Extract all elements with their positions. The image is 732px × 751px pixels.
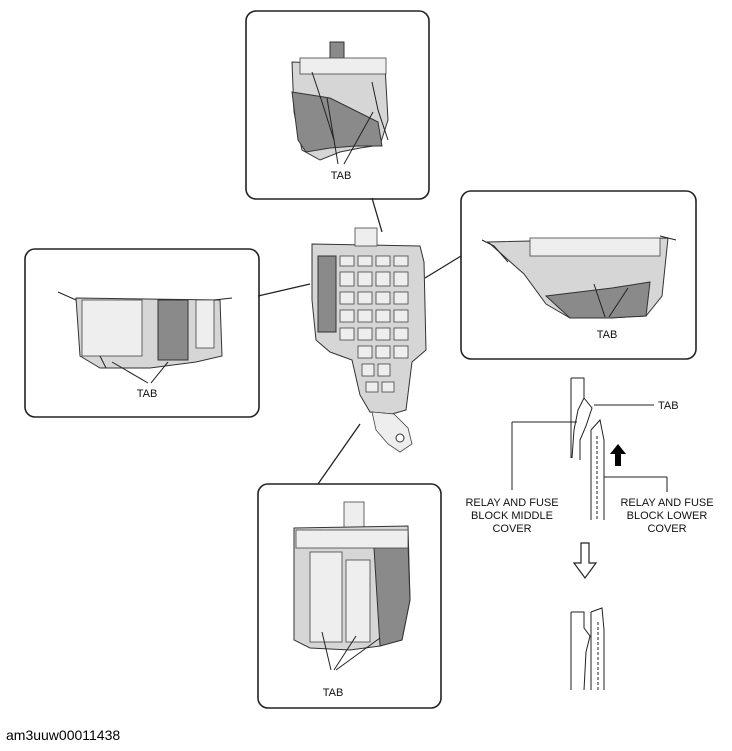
callout-bottom: TAB — [257, 423, 442, 709]
callout-top: TAB — [245, 10, 430, 233]
callout-right: TAB — [424, 190, 697, 360]
cross-section-detail: TAB RELAY AND FUSE BLOCK MIDDLE COVER RE… — [465, 377, 714, 691]
tab-label-right: TAB — [597, 329, 618, 341]
lower-cover-label-1: RELAY AND FUSE — [620, 497, 713, 509]
central-fuse-block — [311, 227, 427, 453]
lower-cover-label-3: COVER — [647, 523, 686, 535]
tab-label-top: TAB — [331, 170, 352, 182]
tab-label-bottom: TAB — [323, 687, 344, 699]
tab-label-section: TAB — [658, 400, 679, 412]
lower-cover-label-2: BLOCK LOWER — [627, 510, 708, 522]
image-code: am3uuw00011438 — [6, 727, 121, 743]
middle-cover-label-2: BLOCK MIDDLE — [471, 510, 553, 522]
down-arrow-icon — [572, 542, 598, 580]
tab-label-left: TAB — [137, 388, 158, 400]
fuse-grid — [339, 255, 409, 393]
middle-cover-label-1: RELAY AND FUSE — [465, 497, 558, 509]
callout-left: TAB — [24, 248, 311, 418]
up-arrow-icon — [610, 444, 626, 466]
middle-cover-label-3: COVER — [492, 523, 531, 535]
